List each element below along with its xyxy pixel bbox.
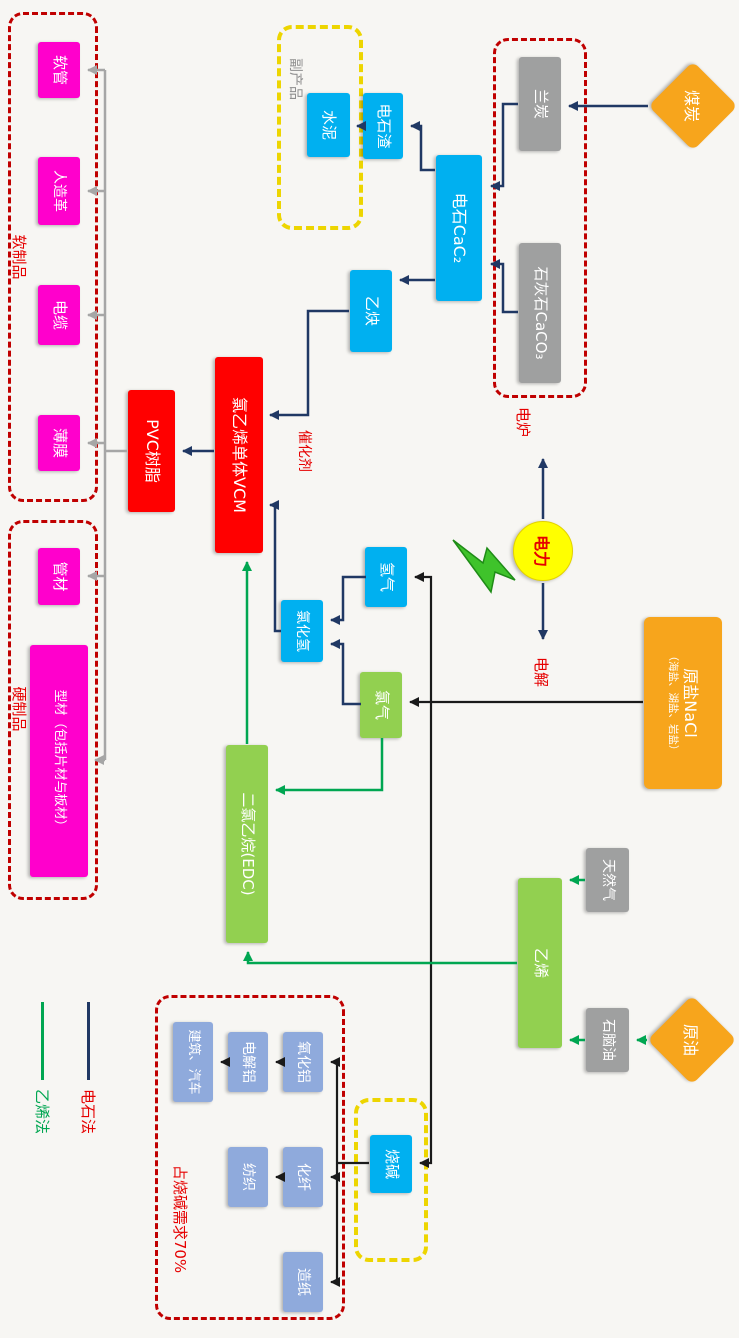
node-cement: 水泥	[307, 93, 350, 157]
node-coal: 煤炭	[648, 60, 738, 152]
node-calcium-carbide: 电石CaC₂	[436, 155, 482, 301]
electric-furnace-label: 电炉	[514, 406, 533, 437]
node-electrolytic-aluminum: 电解铝	[228, 1032, 268, 1092]
legend-carbide-line	[87, 1002, 90, 1080]
node-hose: 软管	[38, 42, 80, 98]
node-naphtha: 石脑油	[586, 1008, 629, 1072]
node-hydrogen: 氢气	[365, 547, 407, 607]
node-vcm: 氯乙烯单体VCM	[215, 357, 263, 553]
lightning-icon	[452, 539, 516, 594]
node-paper: 造纸	[283, 1252, 323, 1312]
node-pvc-resin: PVC树脂	[128, 390, 175, 512]
legend-ethylene-line	[41, 1002, 44, 1080]
soft-products-label: 软制品	[10, 234, 29, 280]
node-artificial-leather: 人造革	[38, 157, 80, 225]
catalyst-label: 催化剂	[296, 430, 312, 472]
byproduct-label: 副产品	[287, 58, 303, 100]
node-construction-auto: 建筑、汽车	[173, 1022, 213, 1102]
node-natural-gas: 天然气	[586, 848, 629, 912]
legend-ethylene-label: 乙烯法	[33, 1089, 51, 1135]
node-caustic-soda: 烧碱	[370, 1135, 412, 1193]
legend-carbide-label: 电石法	[79, 1089, 97, 1135]
node-limestone: 石灰石CaCO₃	[519, 243, 561, 383]
node-chemical-fiber: 化纤	[283, 1147, 323, 1207]
raw-salt-sublabel: （海盐、湖盐、岩盐）	[666, 650, 679, 756]
node-film: 薄膜	[38, 415, 80, 471]
node-semi-coke: 兰炭	[519, 57, 561, 151]
electrolysis-label: 电解	[532, 656, 551, 687]
node-pipe: 管材	[38, 548, 80, 605]
raw-salt-label: 原盐NaCl	[681, 668, 701, 738]
node-ethylene: 乙烯	[518, 878, 562, 1048]
node-acetylene: 乙炔	[350, 270, 392, 352]
node-crude-oil-label: 原油	[681, 1023, 700, 1056]
node-hydrogen-chloride: 氯化氢	[281, 600, 323, 662]
node-chlorine: 氯气	[360, 672, 402, 738]
node-profile: 型材（包括片材与板材）	[30, 645, 88, 877]
node-cable: 电缆	[38, 285, 80, 345]
caustic-demand-label: 占烧碱需求70%	[171, 1164, 190, 1274]
node-textile: 纺织	[228, 1147, 268, 1207]
node-coal-label: 煤炭	[682, 89, 701, 122]
node-raw-salt: 原盐NaCl （海盐、湖盐、岩盐）	[644, 617, 722, 789]
node-carbide-slag: 电石渣	[363, 93, 403, 159]
legend-item-ethylene: 乙烯法	[32, 1002, 53, 1134]
node-edc: 二氯乙烷(EDC)	[226, 745, 268, 943]
node-power: 电力	[513, 521, 573, 581]
node-crude-oil: 原油	[647, 994, 737, 1086]
node-alumina: 氧化铝	[283, 1032, 323, 1092]
legend-item-carbide: 电石法	[78, 1002, 99, 1134]
hard-products-label: 硬制品	[10, 686, 29, 732]
